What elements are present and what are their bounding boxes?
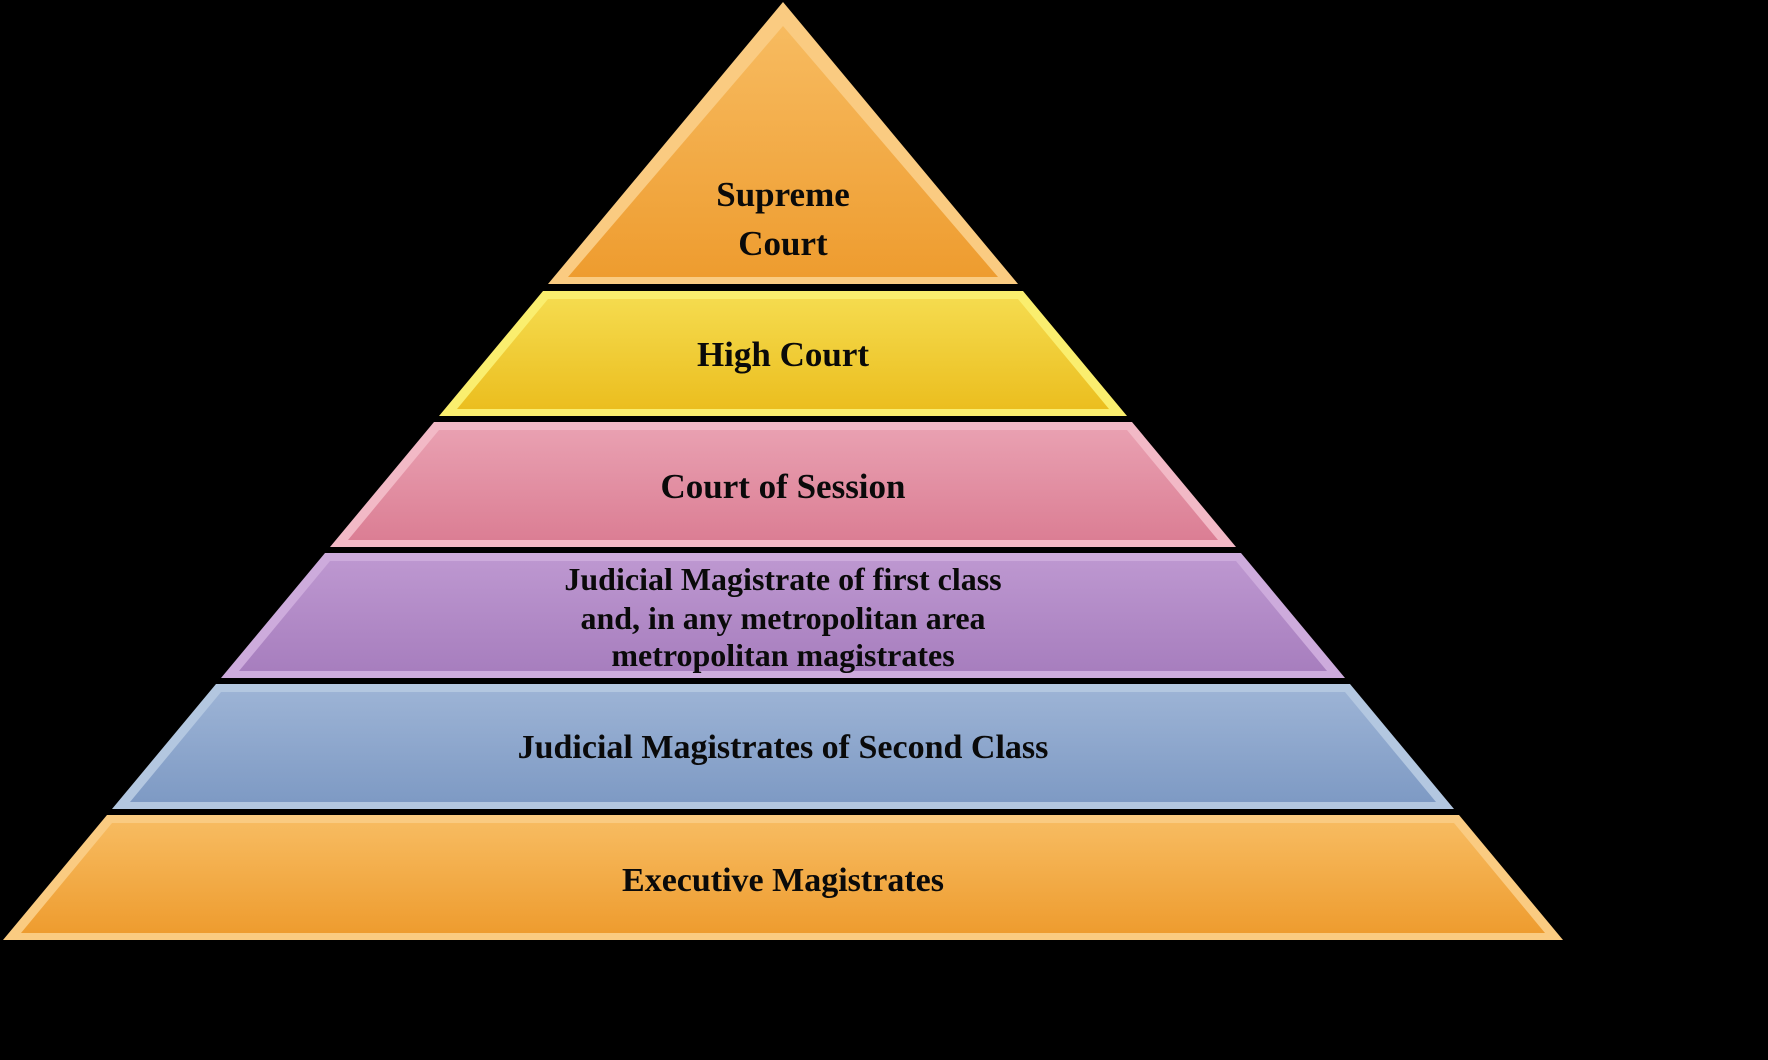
layer-face: [130, 692, 1436, 802]
pyramid-layer-court-of-session: [330, 422, 1236, 547]
layer-label-line: Judicial Magistrates of Second Class: [518, 729, 1049, 766]
pyramid-layer-supreme-court: [548, 2, 1018, 284]
pyramid-labels: Supreme Court High Court Court of Sessio…: [518, 175, 1049, 899]
layer-label-line: Court: [738, 224, 828, 263]
layer-face: [21, 823, 1545, 933]
layer-face: [348, 430, 1218, 540]
layer-label-line: metropolitan magistrates: [611, 637, 954, 673]
layer-label-line: Executive Magistrates: [622, 862, 944, 899]
layer-face: [457, 299, 1109, 409]
layer-label-line: High Court: [697, 335, 869, 374]
pyramid-layer-judicial-magistrates-second-class: [112, 684, 1454, 809]
layer-face: [568, 26, 998, 277]
pyramid-layer-executive-magistrates: [3, 815, 1563, 940]
layer-face: [239, 561, 1327, 671]
layer-label-line: Court of Session: [660, 467, 905, 506]
layer-label-line: Judicial Magistrate of first class: [564, 561, 1001, 597]
pyramid-layer-high-court: [439, 291, 1127, 416]
layer-label-line: and, in any metropolitan area: [580, 600, 985, 636]
pyramid-layer-judicial-magistrate-first-class: [221, 553, 1345, 678]
layer-label-line: Supreme: [716, 175, 850, 214]
